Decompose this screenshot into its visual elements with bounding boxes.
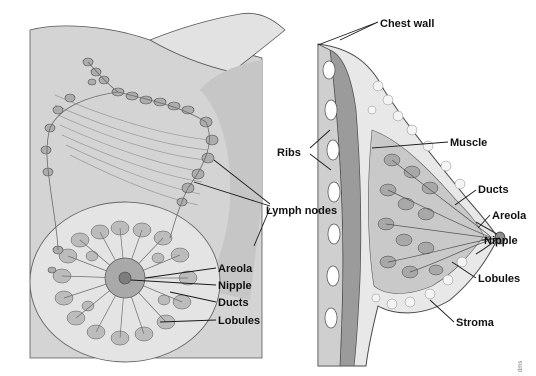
nipple xyxy=(119,272,131,284)
image-credit: dms xyxy=(518,361,524,372)
label-lobules-section: Lobules xyxy=(478,273,520,285)
label-stroma: Stroma xyxy=(456,317,495,329)
label-nipple-section: Nipple xyxy=(484,235,518,247)
label-muscle: Muscle xyxy=(450,137,487,149)
label-lymph-nodes: Lymph nodes xyxy=(266,205,337,217)
label-areola-section: Areola xyxy=(492,210,527,222)
label-nipple-front: Nipple xyxy=(218,280,252,292)
label-ducts-front: Ducts xyxy=(218,297,249,309)
label-lobules-front: Lobules xyxy=(218,315,260,327)
label-chest-wall: Chest wall xyxy=(380,18,434,30)
label-areola-front: Areola xyxy=(218,263,253,275)
label-ducts-section: Ducts xyxy=(478,184,509,196)
front-view-illustration xyxy=(30,13,285,362)
label-ribs: Ribs xyxy=(277,147,301,159)
